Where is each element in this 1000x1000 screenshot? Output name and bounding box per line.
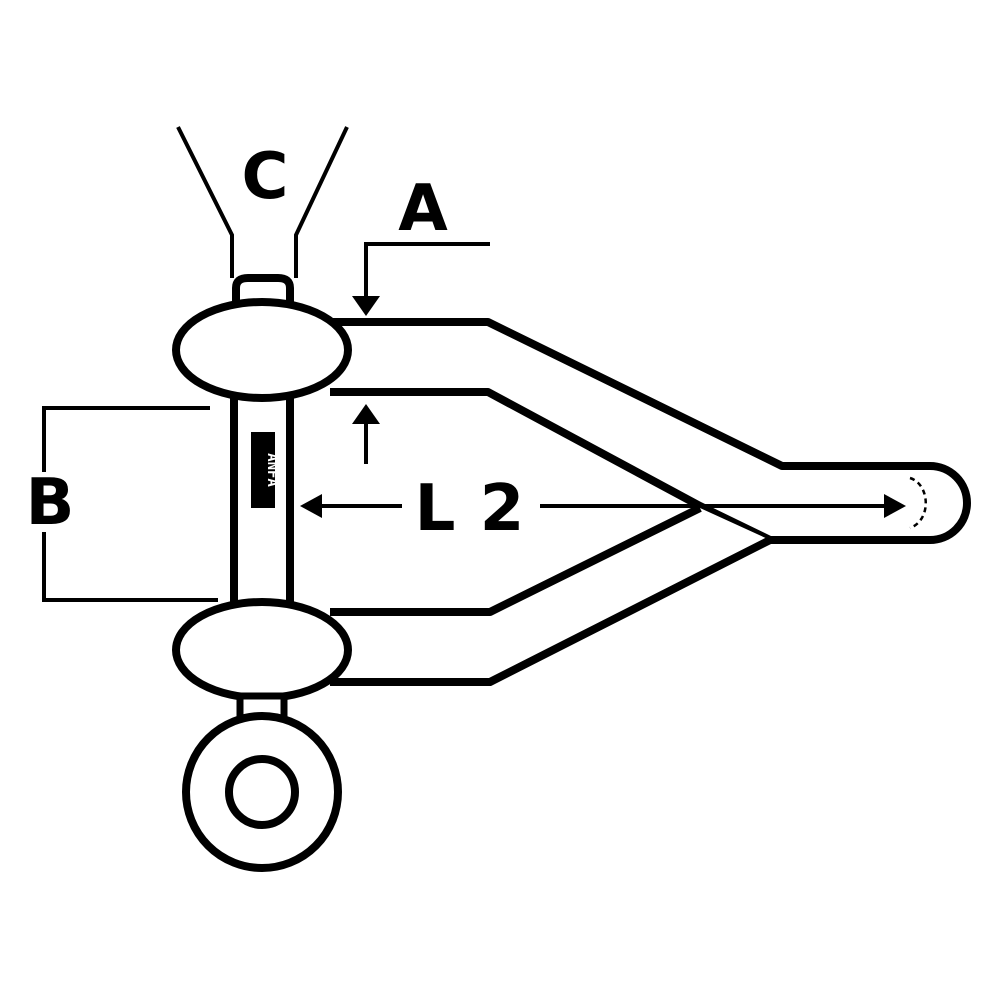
dimension-a: A bbox=[352, 172, 490, 464]
dimension-b-label-bg bbox=[20, 472, 78, 532]
pin-marking-plate bbox=[251, 432, 275, 508]
dimension-l2-label-number: 2 bbox=[480, 472, 525, 546]
shackle-nose bbox=[929, 462, 971, 544]
pin-marking-text: ANFA bbox=[264, 453, 280, 487]
lower-boss bbox=[172, 598, 352, 702]
lower-strap-outer-edge bbox=[330, 536, 772, 686]
dimension-l2-label-letter: L bbox=[415, 472, 456, 546]
shackle-body bbox=[330, 318, 971, 686]
dimension-l2-right-arrowhead bbox=[884, 494, 906, 518]
dimension-l2-left-arrowhead bbox=[300, 494, 322, 518]
shackle-nose-inner-dashed bbox=[909, 476, 927, 530]
dimension-c-label: C bbox=[242, 140, 289, 214]
dimension-a-top-arrowhead bbox=[352, 296, 380, 316]
dimension-c-right-line bbox=[294, 126, 349, 278]
dimension-c: C bbox=[176, 126, 349, 278]
dimension-l2: L 2 bbox=[300, 472, 906, 546]
dimension-b: B bbox=[20, 406, 218, 602]
dimension-a-leader bbox=[364, 242, 490, 300]
dimension-b-label: B bbox=[26, 466, 75, 540]
dimension-a-bottom-arrowhead bbox=[352, 404, 380, 424]
dimension-c-left-line bbox=[176, 126, 234, 278]
upper-strap-fill bbox=[330, 322, 930, 540]
dimension-a-label: A bbox=[398, 172, 448, 246]
upper-strap-outer-edge bbox=[330, 318, 930, 470]
shackle-pin: ANFA bbox=[172, 274, 352, 872]
pin-eye-hole bbox=[225, 755, 299, 829]
upper-boss bbox=[172, 298, 352, 402]
lower-strap-fill bbox=[330, 508, 770, 682]
lower-strap-inner-edge bbox=[330, 504, 702, 616]
